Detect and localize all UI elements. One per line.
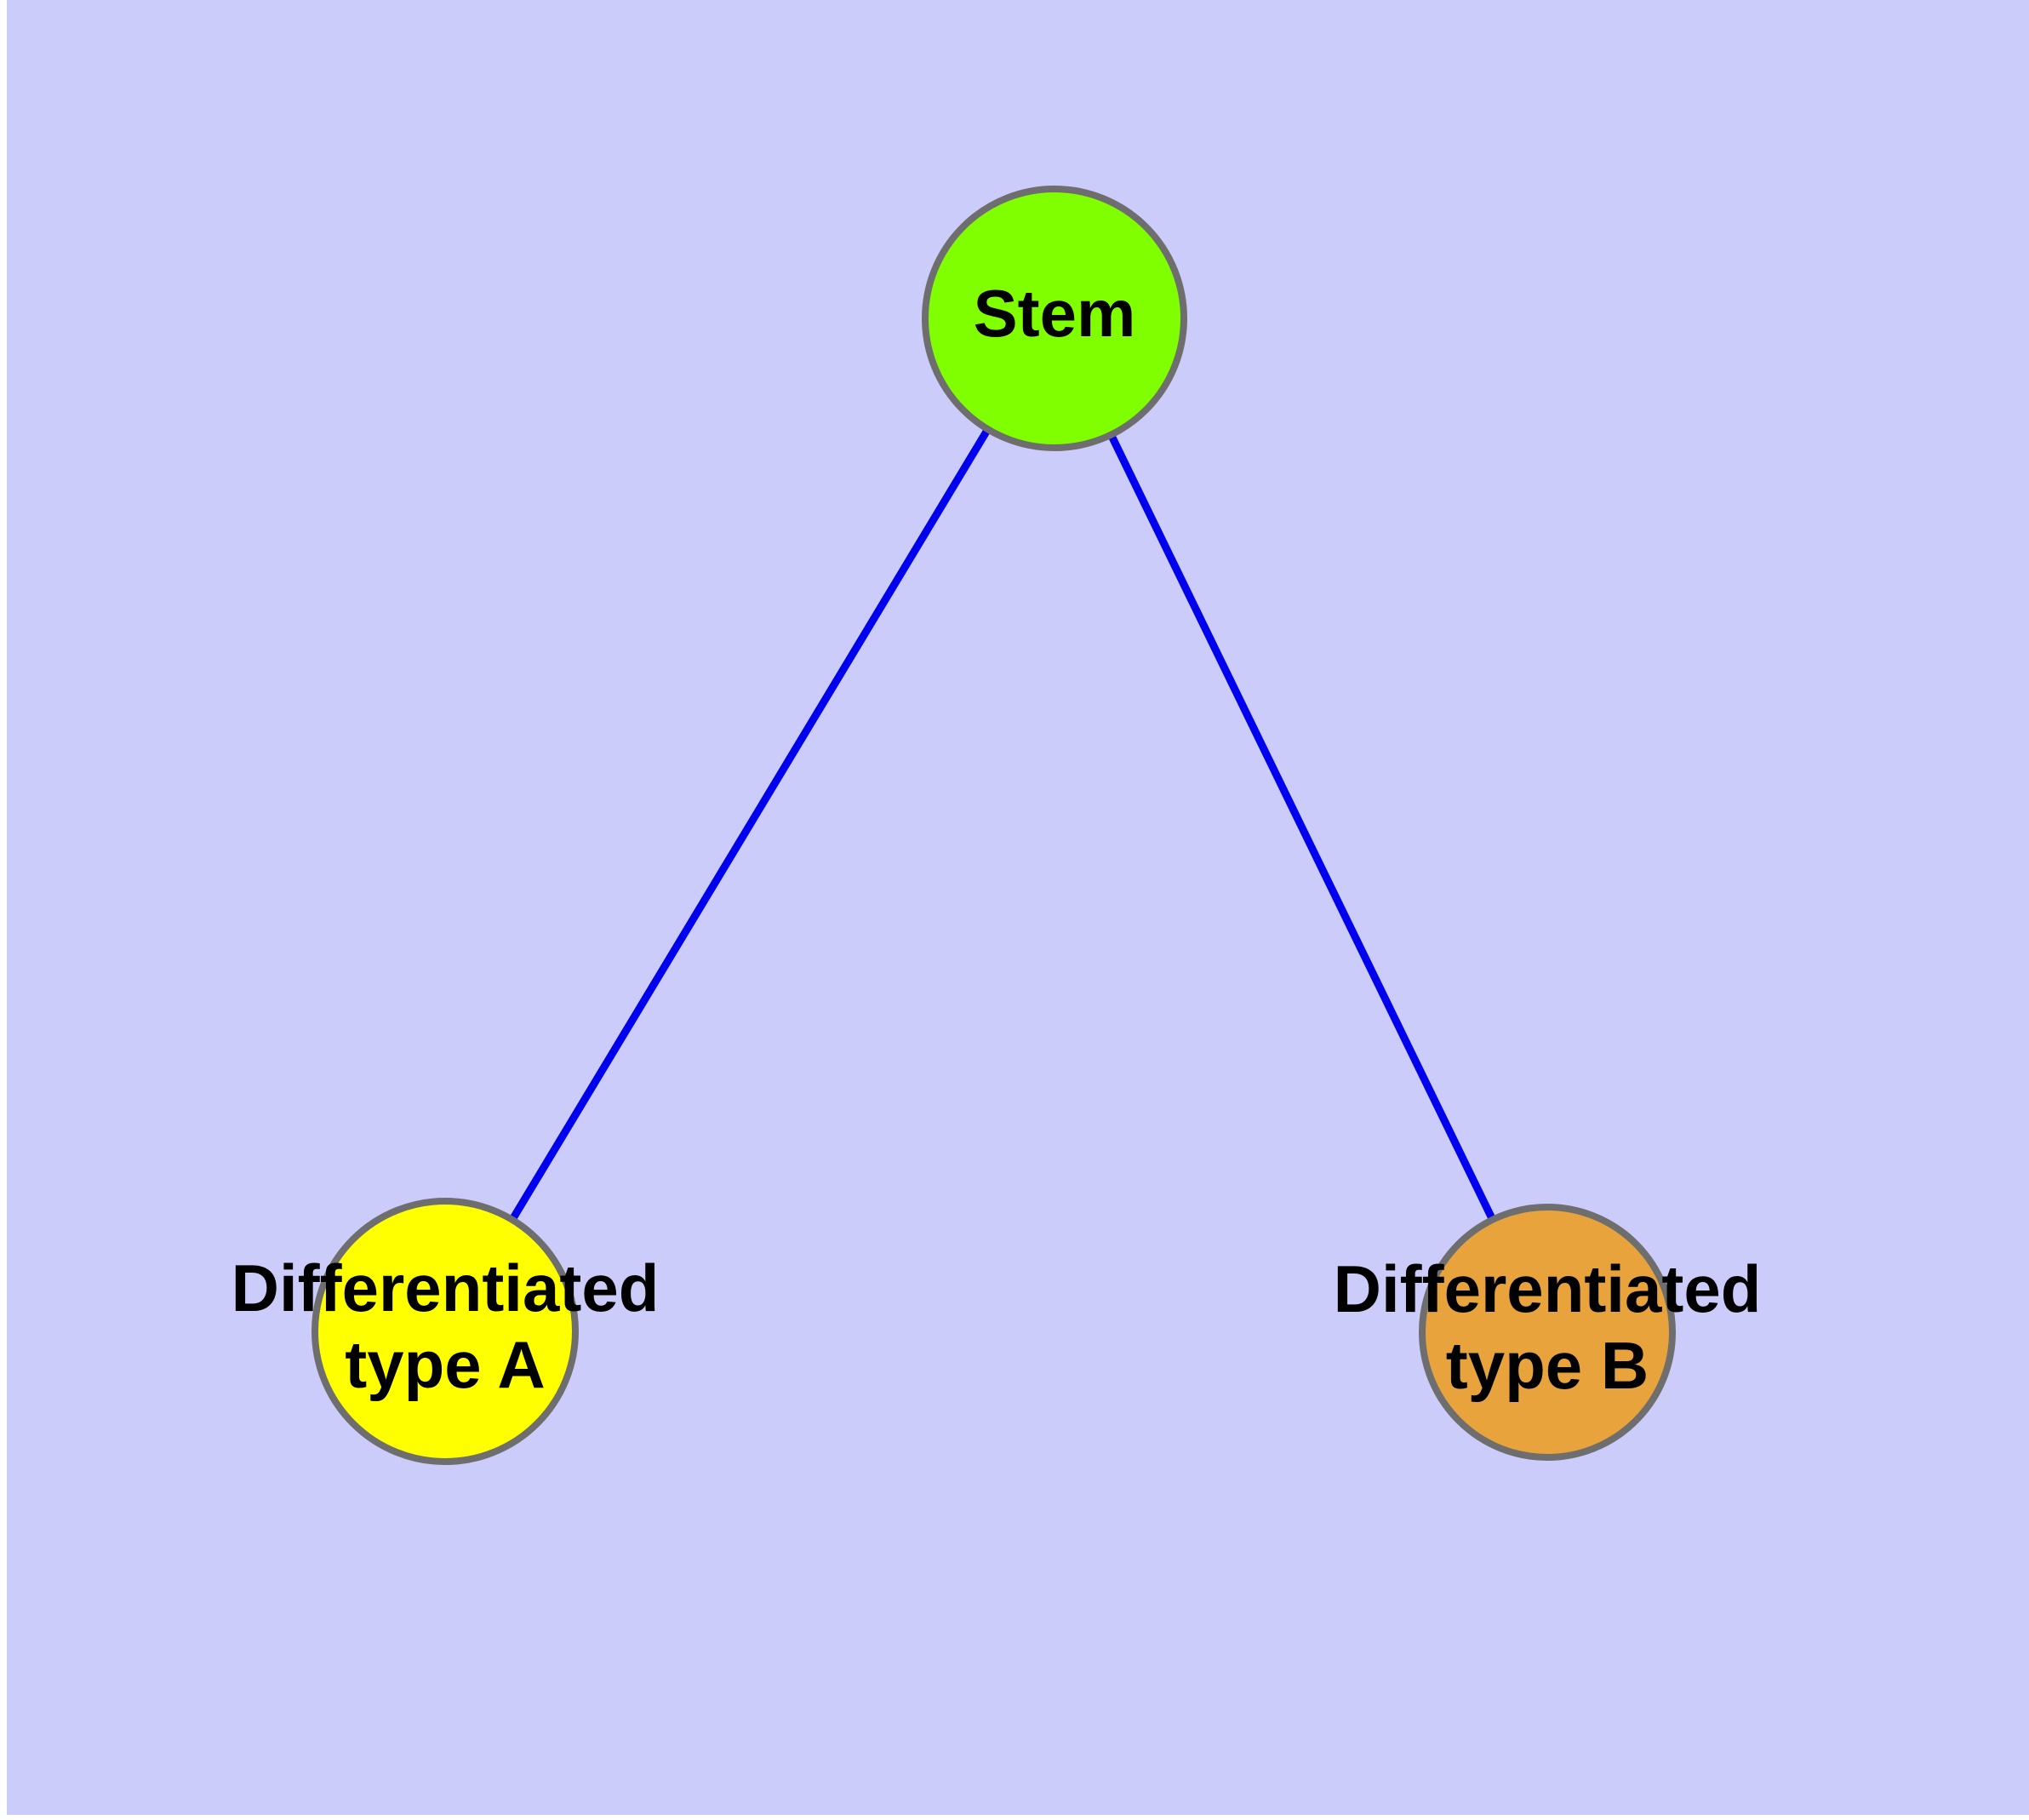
graph-node-label-line: Differentiated bbox=[1334, 1251, 1762, 1325]
graph-edge-stem-to-a bbox=[509, 427, 991, 1222]
nodes-layer bbox=[311, 186, 1676, 1465]
graph-node-diff_b[interactable] bbox=[1419, 1204, 1676, 1461]
edges-layer bbox=[509, 427, 1496, 1222]
graph-node-label-line: Stem bbox=[974, 276, 1136, 351]
graph-node-label-line: Differentiated bbox=[231, 1250, 660, 1325]
graph-node-label-line: type A bbox=[345, 1327, 546, 1402]
graph-node-label-line: type B bbox=[1446, 1328, 1649, 1403]
graph-node-stem[interactable] bbox=[922, 186, 1187, 451]
graph-node-label-stem: Stem bbox=[974, 276, 1136, 351]
graph-node-diff_a[interactable] bbox=[311, 1198, 579, 1465]
graph-edge-stem-to-b bbox=[1107, 433, 1496, 1221]
